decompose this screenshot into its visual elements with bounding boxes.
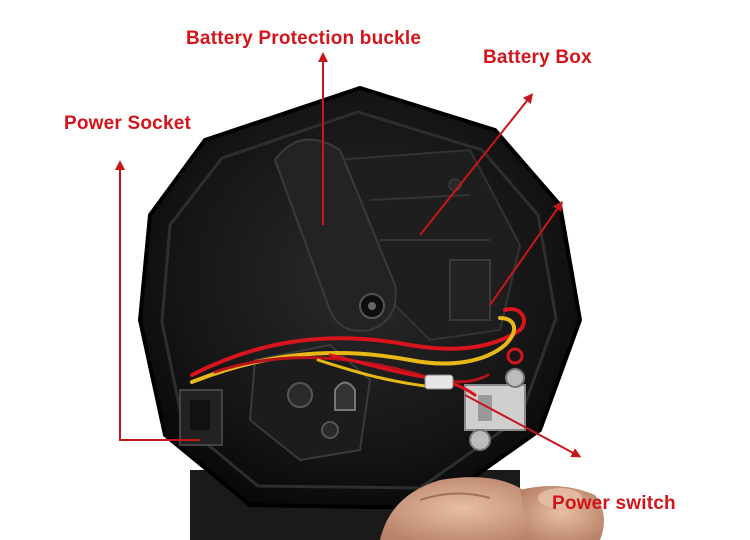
housing-inner-rim (160, 110, 558, 490)
lower-mounts (248, 343, 372, 462)
power-switch-arrow (464, 394, 582, 458)
label-power-socket: Power Socket (64, 113, 192, 134)
label-battery-box: Battery Box (483, 47, 592, 68)
hand (380, 477, 604, 540)
label-battery-protection-buckle: Battery Protection buckle (186, 28, 422, 49)
battery-box-arrow (419, 93, 534, 236)
battery-protection-buckle (273, 138, 397, 332)
power-socket-arrow (115, 160, 200, 441)
power-switch-arrow-2 (489, 200, 563, 306)
power-socket (179, 389, 223, 446)
label-power-switch: Power switch (552, 493, 676, 514)
wiring-harness (190, 307, 526, 397)
